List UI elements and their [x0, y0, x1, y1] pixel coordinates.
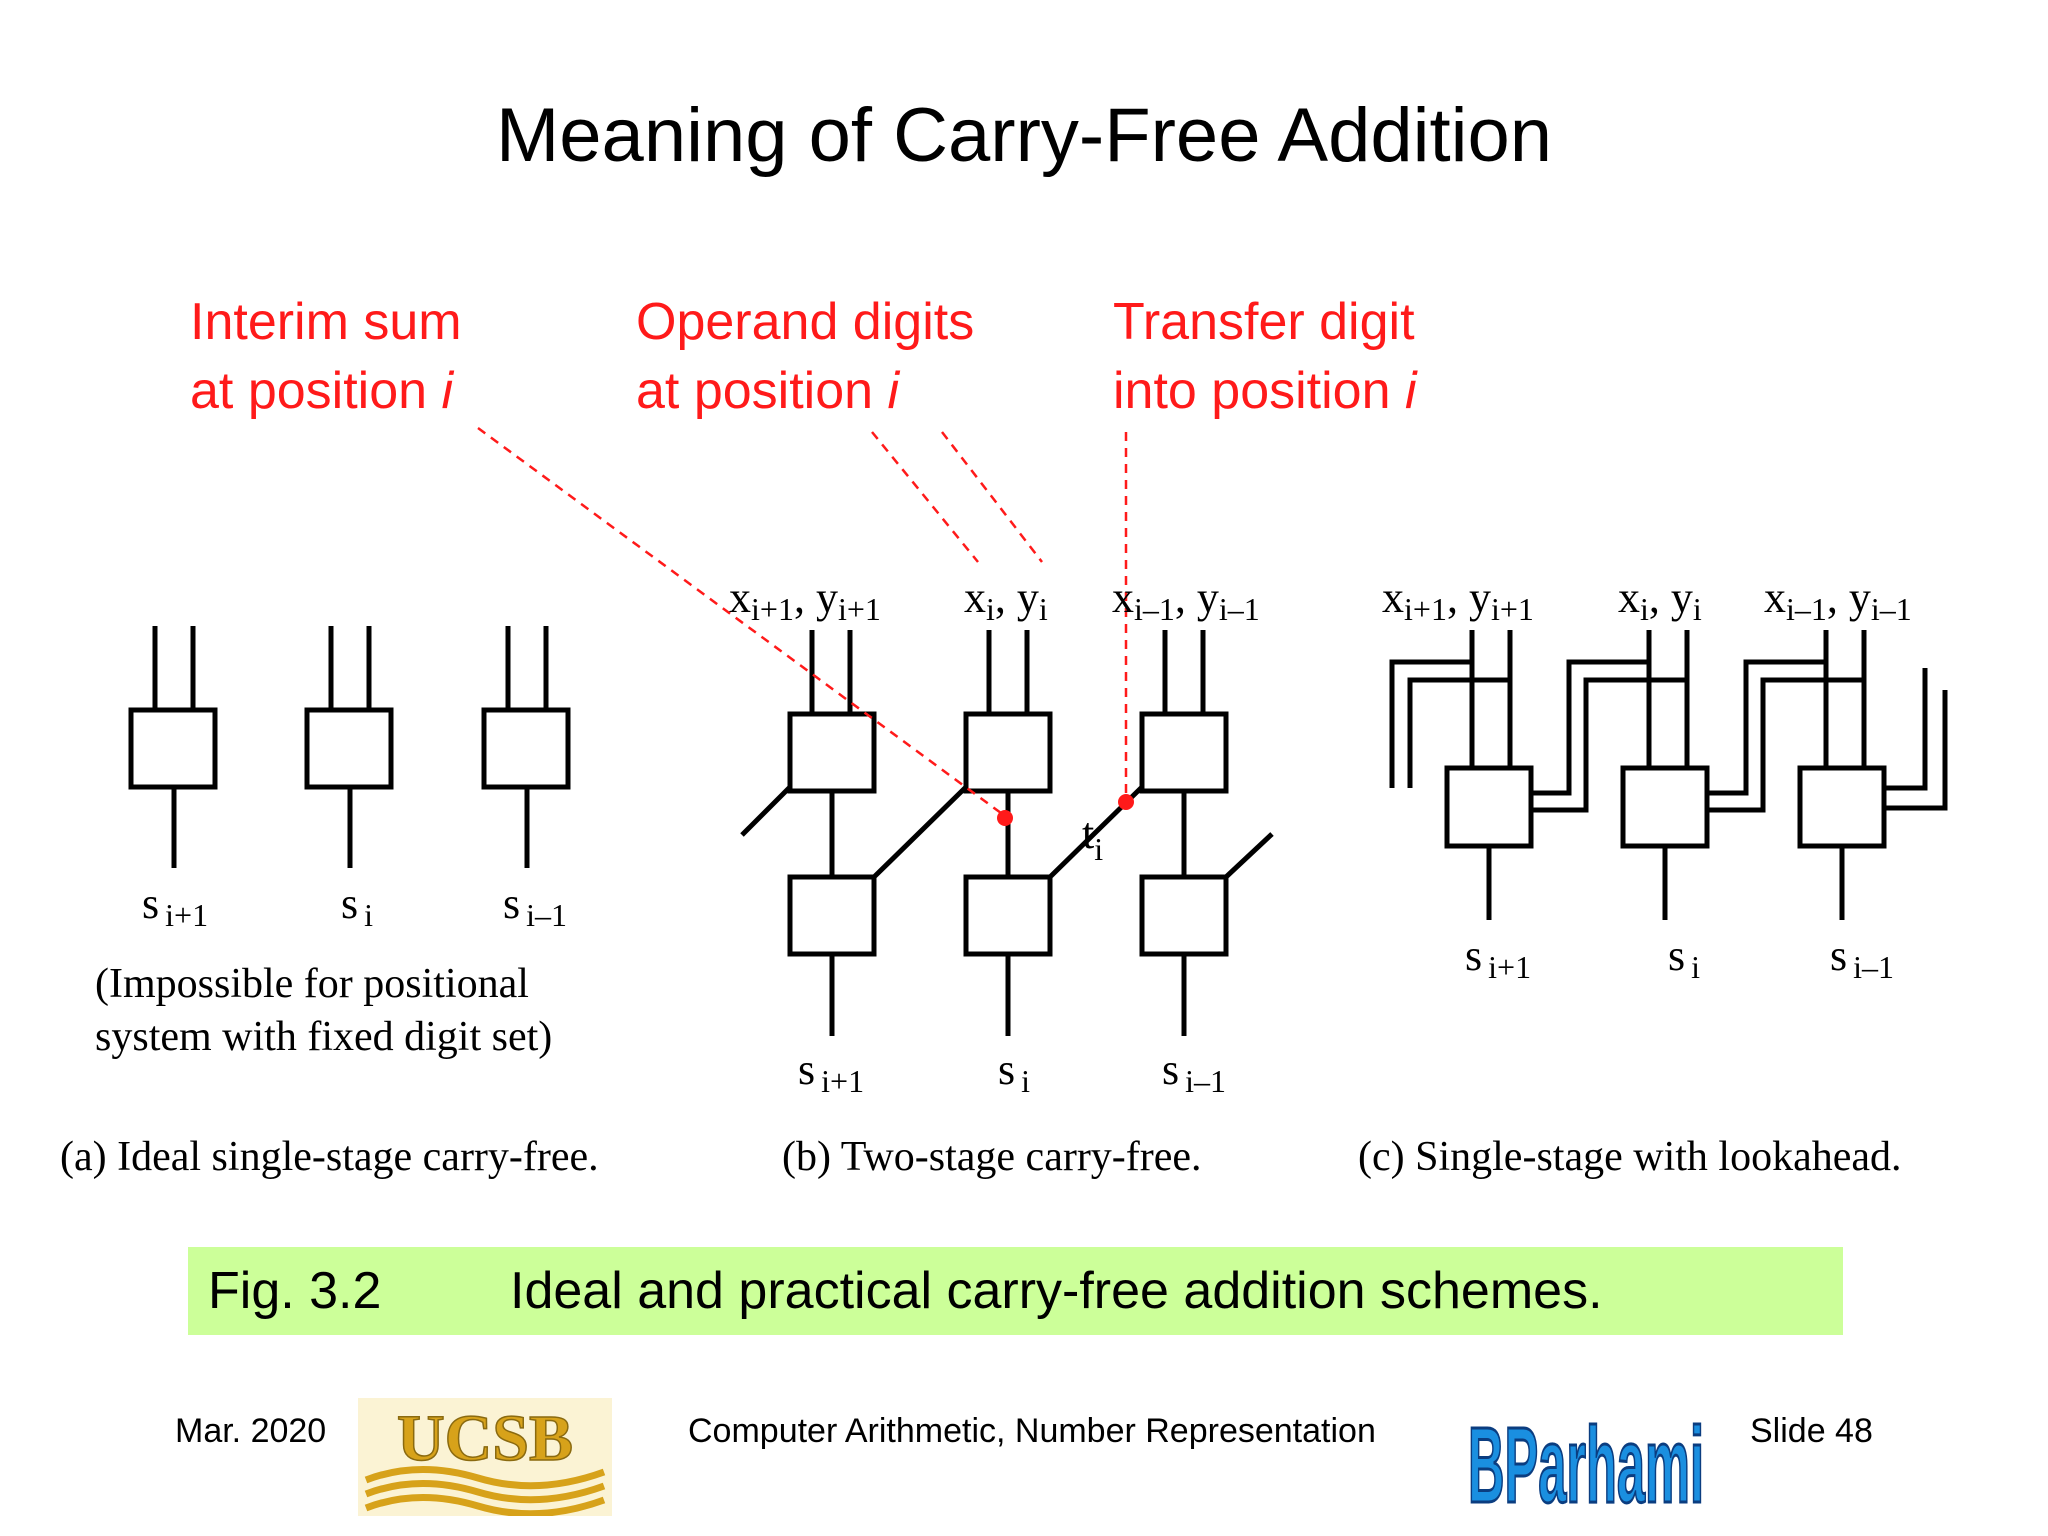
callout-operand-digits-line2: at position	[636, 362, 888, 420]
figure-caption-text: Ideal and practical carry-free addition …	[510, 1262, 1603, 1320]
panel-c-input-2: xi, yi	[1618, 573, 1702, 627]
panel-b-transfer-label: ti	[1082, 809, 1103, 867]
panel-a-cells	[128, 626, 571, 868]
panel-a-note-line1: (Impossible for positional	[95, 961, 529, 1007]
callout-transfer-digit-line1: Transfer digit	[1113, 293, 1415, 351]
transfer-digit-dot	[1118, 794, 1134, 810]
callout-transfer-digit-line2: into position	[1113, 362, 1405, 420]
panel-b-caption: (b) Two-stage carry-free.	[782, 1134, 1202, 1180]
ucsb-logo: UCSB	[358, 1398, 612, 1516]
callout-operand-digits-line1: Operand digits	[636, 293, 975, 351]
svg-text:BParhami: BParhami	[1468, 1404, 1704, 1510]
callout-operand-digits: Operand digits at position i	[636, 288, 974, 426]
callout-operand-digits-var: i	[887, 362, 900, 420]
panel-a-caption: (a) Ideal single-stage carry-free.	[60, 1134, 599, 1180]
slide-title: Meaning of Carry-Free Addition	[495, 93, 1553, 178]
panel-c-caption: (c) Single-stage with lookahead.	[1358, 1134, 1902, 1180]
callout-pointers	[477, 426, 1128, 818]
panel-c-input-3: xi–1, yi–1	[1764, 573, 1912, 627]
figure-caption: Fig. 3.2 Ideal and practical carry-free …	[188, 1247, 1843, 1335]
panel-a-note-line2: system with fixed digit set)	[95, 1014, 552, 1060]
figure-number: Fig. 3.2	[208, 1262, 382, 1320]
callout-interim-sum-line1: Interim sum	[190, 293, 462, 351]
panel-b-input-3: xi–1, yi–1	[1112, 573, 1260, 627]
callout-interim-sum: Interim sum at position i	[190, 288, 462, 426]
panel-c-cells	[1389, 630, 1948, 920]
footer-date: Mar. 2020	[175, 1412, 327, 1450]
callout-transfer-digit: Transfer digit into position i	[1113, 288, 1417, 426]
svg-text:UCSB: UCSB	[397, 1402, 573, 1475]
panel-b-cells	[740, 630, 1274, 1036]
callout-interim-sum-var: i	[441, 362, 454, 420]
callout-interim-sum-line2: at position	[190, 362, 442, 420]
footer-slide-number: Slide 48	[1750, 1412, 1873, 1450]
interim-sum-dot	[997, 810, 1013, 826]
panel-c-input-1: xi+1, yi+1	[1382, 573, 1534, 627]
callout-transfer-digit-var: i	[1404, 362, 1417, 420]
bparhami-logo: BParhami	[1467, 1403, 1706, 1511]
footer-course: Computer Arithmetic, Number Representati…	[688, 1412, 1376, 1450]
panel-b-input-2: xi, yi	[964, 573, 1048, 627]
panel-b-input-1: xi+1, yi+1	[729, 573, 881, 627]
